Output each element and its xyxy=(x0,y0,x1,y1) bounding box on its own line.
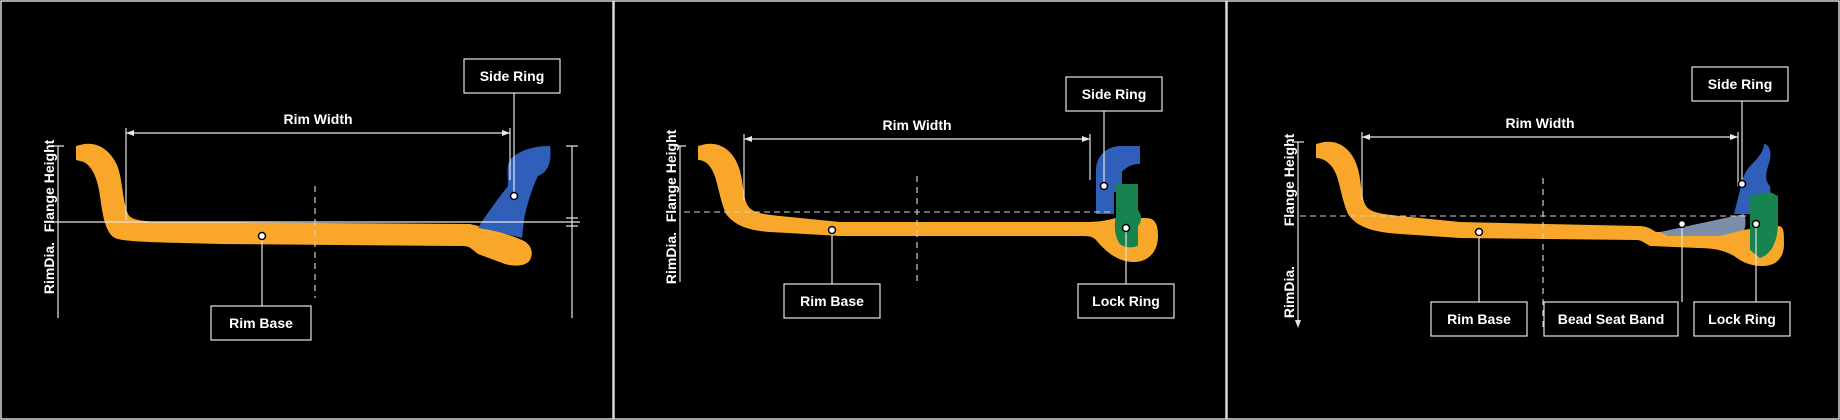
rim-base-label: Rim Base xyxy=(800,293,864,309)
bead-seat-band-marker xyxy=(1677,219,1687,229)
lock-ring-label: Lock Ring xyxy=(1708,311,1776,327)
side-ring-marker xyxy=(1099,181,1109,191)
rim-dia-label: RimDia. xyxy=(663,232,679,284)
rim-width-label: Rim Width xyxy=(1505,115,1574,131)
arrow-right xyxy=(502,130,510,136)
panel-2: Rim Width Flange Height RimDia. Side Rin… xyxy=(663,76,1175,319)
panel-border-1 xyxy=(0,0,614,420)
side-ring-label-box xyxy=(463,58,561,94)
arrow-right xyxy=(1082,136,1090,142)
side-ring-marker xyxy=(1737,179,1747,189)
flange-height-label: Flange Height xyxy=(41,139,57,232)
side-ring-label: Side Ring xyxy=(1708,76,1773,92)
side-ring-label: Side Ring xyxy=(1082,86,1147,102)
arrow-left xyxy=(744,136,752,142)
bead-seat-band-label-box xyxy=(1543,301,1679,337)
panel-border-2 xyxy=(613,0,1227,420)
rim-base-marker xyxy=(827,225,837,235)
lock-ring-label-box xyxy=(1693,301,1791,337)
rim-base-label: Rim Base xyxy=(229,315,293,331)
flange-height-label: Flange Height xyxy=(663,129,679,222)
rim-base-label-box xyxy=(783,283,881,319)
lock-ring-label-box xyxy=(1077,283,1175,319)
panel-border-3 xyxy=(1226,0,1840,420)
panel-1: Rim Width Flange Height RimDia. Side Rin… xyxy=(41,58,580,341)
panel-3: Rim Width Flange Height RimDia. Side Rin… xyxy=(1281,66,1791,337)
rim-base-label-box xyxy=(210,305,312,341)
arrow-left xyxy=(126,130,134,136)
rim-width-label: Rim Width xyxy=(283,111,352,127)
rim-profile xyxy=(698,143,1158,262)
rim-width-label: Rim Width xyxy=(882,117,951,133)
side-ring-marker xyxy=(509,191,519,201)
lock-ring xyxy=(1750,192,1778,258)
rim-base-marker xyxy=(257,231,267,241)
rim-dia-label: RimDia. xyxy=(1281,266,1297,318)
bead-seat-band xyxy=(1660,214,1746,236)
lock-ring-marker xyxy=(1121,223,1131,233)
rim-dia-label: RimDia. xyxy=(41,242,57,294)
rim-base-label: Rim Base xyxy=(1447,311,1511,327)
rim-dia-arrow xyxy=(1295,320,1301,328)
bead-seat-band-label: Bead Seat Band xyxy=(1558,311,1665,327)
flange-height-label: Flange Height xyxy=(1281,133,1297,226)
lock-ring-label: Lock Ring xyxy=(1092,293,1160,309)
arrow-left xyxy=(1362,134,1370,140)
side-ring-label-box xyxy=(1065,76,1163,112)
side-ring-label-box xyxy=(1691,66,1789,102)
rim-base-label-box xyxy=(1430,301,1528,337)
rim-profile xyxy=(76,143,532,266)
side-ring xyxy=(1096,146,1140,214)
lock-ring-marker xyxy=(1751,219,1761,229)
rim-profile xyxy=(1316,141,1784,266)
rim-base-marker xyxy=(1474,227,1484,237)
side-ring-label: Side Ring xyxy=(480,68,545,84)
arrow-right xyxy=(1730,134,1738,140)
lock-ring xyxy=(1114,184,1141,248)
